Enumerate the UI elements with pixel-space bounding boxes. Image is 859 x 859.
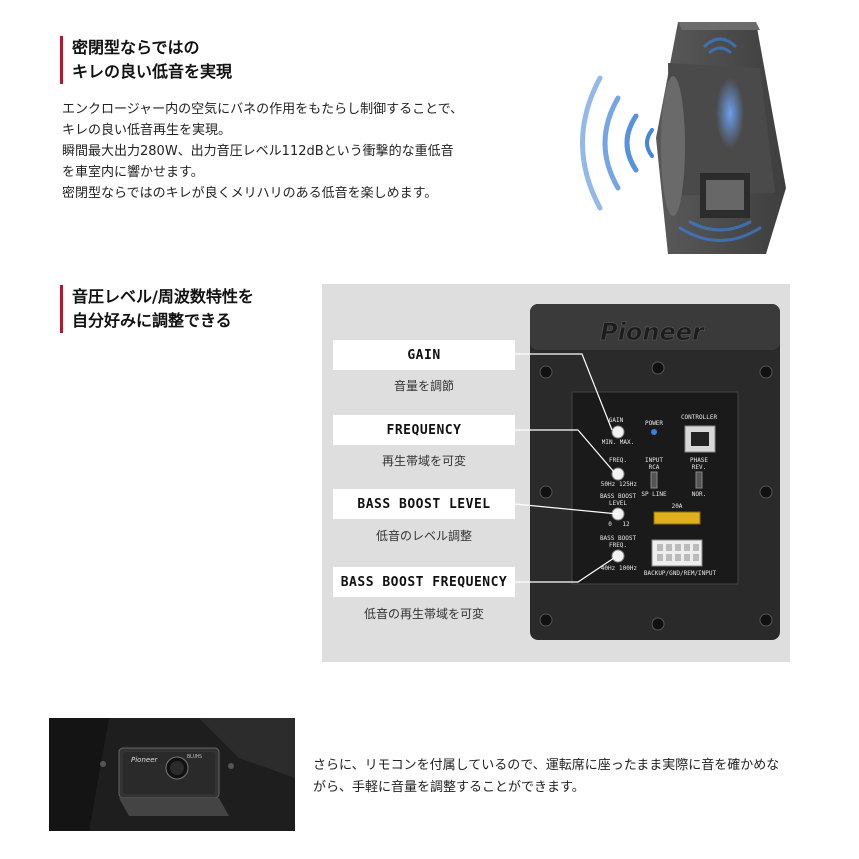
callout-bass-boost-level: BASS BOOST LEVEL [333,489,515,519]
section2-heading: 音圧レベル/周波数特性を 自分好みに調整できる [60,285,254,333]
callout-leader-lines [514,353,619,583]
remote-brand-logo: Pioneer [131,756,158,764]
remote-control-photo: Pioneer BLUHS [49,718,295,831]
callout-bass-boost-level-desc: 低音のレベル調整 [375,529,472,543]
section1-heading-line1: 密閉型ならではの [72,38,200,57]
section1-body-line: 瞬間最大出力280W、出力音圧レベル112dBという衝撃的な重低音 [62,144,454,159]
freq-min-label: 50Hz [601,481,616,488]
bb-level-label2: LEVEL [609,500,627,507]
power-led-icon [651,429,657,435]
section1-body: エンクロージャー内の空気にバネの作用をもたらし制御することで、 キレの良い低音再… [62,99,502,204]
phase-switch[interactable] [695,471,703,489]
section3-body-line: がら、手軽に音量を調整することができます。 [313,780,585,795]
amp-control-panel: Pioneer GAIN MIN. MAX. POWER CONTROLLER … [322,284,790,662]
bb-level-max-label: 12 [622,521,630,528]
section1-body-line: キレの良い低音再生を実現。 [62,123,232,138]
screw-icons [539,361,773,631]
freq-label: FREQ. [609,457,627,464]
remote-model-label: BLUHS [187,754,202,760]
sound-wave-icon [678,37,762,242]
phase-rev-label: REV. [692,464,706,471]
input-switch[interactable] [650,471,658,489]
section1-heading: 密閉型ならではの キレの良い低音を実現 [60,36,232,84]
fuse-icon [653,511,701,525]
sound-wave-icon [580,75,654,211]
gain-min-label: MIN. [602,439,616,446]
section3-body: さらに、リモコンを付属しているので、運転席に座ったまま実際に音を確かめな がら、… [313,755,833,799]
section2-heading-line1: 音圧レベル/周波数特性を [72,287,254,306]
controller-label: CONTROLLER [681,414,718,421]
freq-knob[interactable] [611,467,625,481]
bb-freq-knob[interactable] [611,549,625,563]
bb-level-min-label: 0 [608,521,612,528]
amp-panel-illustration: Pioneer GAIN MIN. MAX. POWER CONTROLLER … [514,304,780,640]
power-label: POWER [645,420,663,427]
freq-max-label: 125Hz [619,481,637,488]
section3-body-line: さらに、リモコンを付属しているので、運転席に座ったまま実際に音を確かめな [313,758,780,773]
bb-freq-label2: FREQ. [609,542,627,549]
input-rca-label: RCA [649,464,660,471]
callout-bass-boost-frequency: BASS BOOST FREQUENCY [333,567,515,597]
bb-freq-label1: BASS BOOST [600,535,637,542]
gain-label: GAIN [609,417,624,424]
speaker-illustration [580,22,786,254]
section2-heading-line2: 自分好みに調整できる [72,311,232,330]
callout-frequency: FREQUENCY [333,415,515,445]
section1-heading-line2: キレの良い低音を実現 [72,62,233,81]
phase-nor-label: NOR. [692,491,706,498]
phase-label: PHASE [690,457,708,464]
brand-logo: Pioneer [600,318,706,346]
callout-frequency-desc: 再生帯域を可変 [381,454,466,468]
gain-max-label: MAX. [620,439,634,446]
input-label: INPUT [645,457,663,464]
gain-knob[interactable] [611,425,625,439]
section1-body-line: を車室内に響かせます。 [62,165,204,180]
callout-gain: GAIN [333,340,515,370]
section1-body-line: エンクロージャー内の空気にバネの作用をもたらし制御することで、 [62,102,464,117]
input-sp-label: SP LINE [641,491,667,498]
bb-freq-max-label: 100Hz [619,565,637,572]
bb-freq-min-label: 40Hz [601,565,616,572]
section1-body-line: 密閉型ならではのキレが良くメリハリのある低音を楽しめます。 [62,186,438,201]
connector-label: BACKUP/GND/REM/INPUT [644,570,717,577]
callout-bass-boost-frequency-desc: 低音の再生帯域を可変 [363,607,484,621]
bb-level-label1: BASS BOOST [600,493,637,500]
callout-gain-desc: 音量を調節 [393,379,454,393]
fuse-label: 20A [672,503,683,510]
remote-illustration: Pioneer BLUHS [49,718,295,831]
power-connector-icon [651,539,703,567]
